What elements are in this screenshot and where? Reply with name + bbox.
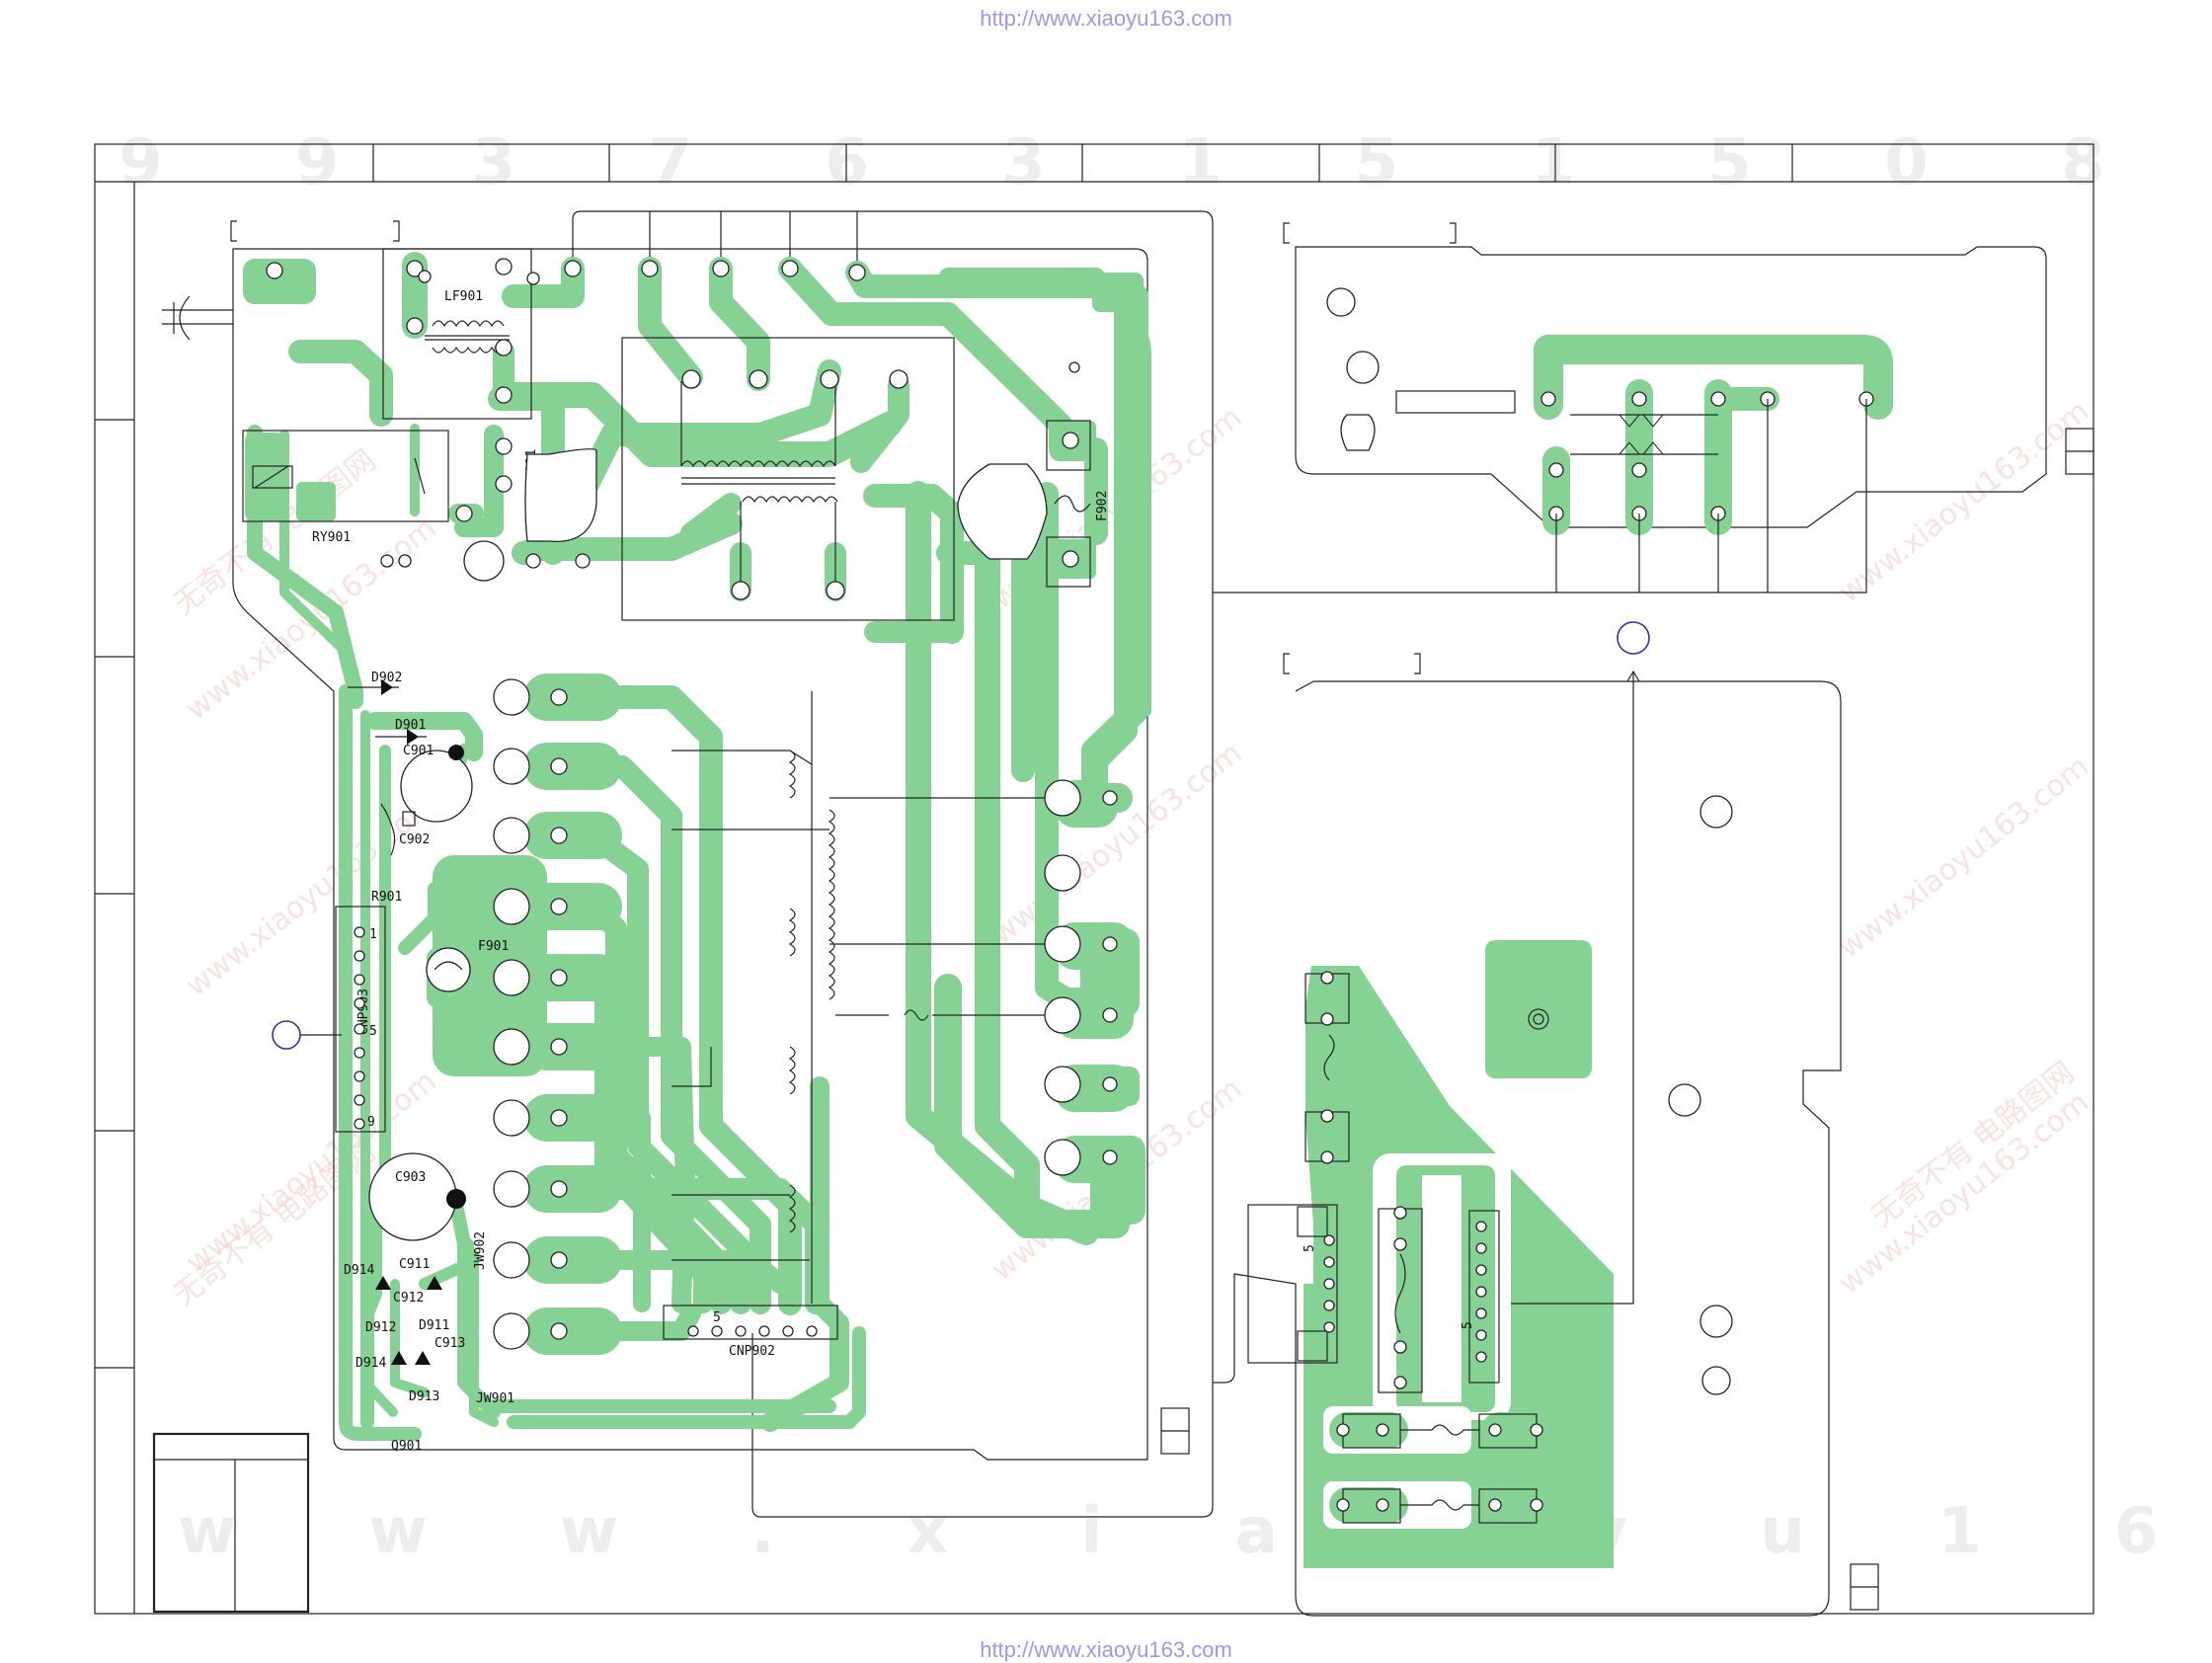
label-d914-a: D914	[344, 1263, 374, 1278]
source-url-bottom[interactable]: http://www.xiaoyu163.com	[980, 1637, 1232, 1662]
label-jw901: JW901	[476, 1391, 514, 1406]
section-brackets	[230, 220, 1457, 674]
secondary-board-bottom-right: 5 5	[1213, 621, 1879, 1617]
watermark-top-row: 9 9 3 7 6 3 1 5 1 5 0 8 9 2 4 9 8 2 9 9	[118, 126, 2212, 199]
lf901-outline	[382, 248, 532, 420]
main-board-outline	[232, 248, 1148, 1461]
label-f902: F902	[1095, 491, 1110, 521]
label-f901: F901	[478, 939, 509, 954]
label-d912: D912	[365, 1320, 396, 1335]
label-cnp903-pin9: 9	[367, 1115, 375, 1130]
watermark-bottom-row: w w w . x i a o y u 1 6 3 . c o m	[178, 1495, 2212, 1568]
watermark-layer: 9 9 3 7 6 3 1 5 1 5 0 8 9 2 4 9 8 2 9 9 …	[118, 126, 2212, 1568]
label-q901: Q901	[391, 1439, 422, 1454]
label-d911: D911	[419, 1318, 449, 1333]
cnp903-outline	[335, 906, 386, 1133]
ry901-outline	[242, 430, 449, 522]
label-ry901: RY901	[312, 530, 351, 545]
bottom-right-board-outline	[1213, 680, 1842, 1617]
label-c913: C913	[434, 1336, 465, 1351]
label-c911: C911	[399, 1257, 430, 1272]
top-right-board-outline	[1295, 246, 2047, 528]
frame-border	[94, 143, 2094, 1615]
label-cnp903-pin1: 1	[369, 927, 377, 942]
label-cnp903-pin5: 5	[369, 1024, 377, 1039]
legend-box	[152, 1432, 310, 1614]
label-right-conn-pin5b: 5	[1461, 1321, 1475, 1329]
label-lf901: LF901	[444, 289, 483, 304]
cnp902-outline	[663, 1305, 838, 1340]
label-cnp902-pin5: 5	[713, 1310, 721, 1325]
label-c902: C902	[399, 832, 430, 847]
label-jw902: JW902	[473, 1231, 488, 1270]
label-d901: D901	[395, 718, 426, 733]
label-d914-b: D914	[356, 1356, 386, 1371]
transformer-outline	[621, 337, 955, 621]
test-point-left	[272, 1020, 301, 1050]
label-c912: C912	[393, 1291, 424, 1306]
source-url-top[interactable]: http://www.xiaoyu163.com	[980, 6, 1232, 31]
drawing-frame	[94, 143, 2094, 1615]
main-power-board: LF901 RY901 C991 F902 D902 D901 C901	[162, 210, 1214, 1518]
test-point-right	[1617, 621, 1650, 655]
label-d913: D913	[409, 1389, 439, 1404]
watermark-site-8: www.xiaoyu163.com	[1833, 750, 2096, 966]
label-right-conn-pin5a: 5	[1303, 1244, 1317, 1252]
secondary-board-top-right	[1213, 246, 2094, 594]
watermark-site-7: www.xiaoyu163.com	[1833, 394, 2096, 610]
label-d902: D902	[371, 671, 402, 685]
label-cnp902: CNP902	[729, 1344, 775, 1359]
label-r901: R901	[371, 890, 402, 905]
label-c903: C903	[395, 1170, 426, 1185]
watermark-site-9: www.xiaoyu163.com	[1833, 1085, 2096, 1302]
label-c901: C901	[403, 744, 434, 758]
